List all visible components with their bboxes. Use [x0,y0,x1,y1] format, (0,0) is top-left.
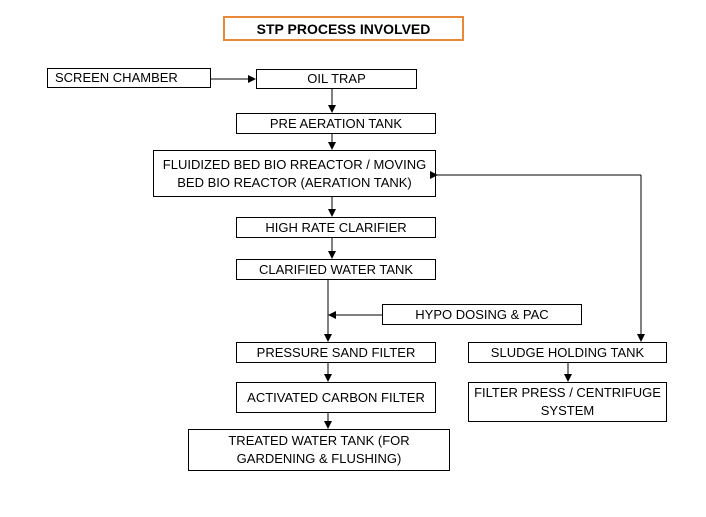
node-oil-trap-label: OIL TRAP [307,71,366,86]
node-filter-press-label-line1: FILTER PRESS / CENTRIFUGE [474,385,661,400]
node-pre-aeration-tank-label: PRE AERATION TANK [269,115,403,131]
node-hypo-dosing-pac: HYPO DOSING & PAC [382,304,582,325]
node-high-rate-clarifier: HIGH RATE CLARIFIER [236,217,436,238]
node-fbbr-label-line1: FLUIDIZED BED BIO RREACTOR / MOVING [162,156,427,172]
node-clarified-water-tank-label: CLARIFIED WATER TANK [258,261,414,277]
node-filter-press-centrifuge: FILTER PRESS / CENTRIFUGE SYSTEM [468,382,667,422]
node-hypo-dosing-pac-label: HYPO DOSING & PAC [415,306,549,322]
node-filter-press-label-line2: SYSTEM [540,403,595,418]
node-activated-carbon-filter: ACTIVATED CARBON FILTER [236,382,436,413]
node-screen-chamber: SCREEN CHAMBER [47,68,211,88]
diagram-title-text: STP PROCESS INVOLVED [256,20,431,37]
node-fluidized-bed-bio-reactor: FLUIDIZED BED BIO RREACTOR / MOVING BED … [153,150,436,197]
node-fbbr-label-line2: BED BIO REACTOR (AERATION TANK) [177,174,412,190]
node-oil-trap: OIL TRAP [256,69,417,89]
node-pressure-sand-filter-label: PRESSURE SAND FILTER [256,344,416,360]
node-high-rate-clarifier-label: HIGH RATE CLARIFIER [265,219,407,235]
node-pre-aeration-tank: PRE AERATION TANK [236,113,436,134]
node-sludge-holding-tank-label: SLUDGE HOLDING TANK [490,344,645,360]
node-treated-water-tank-label-line1: TREATED WATER TANK (FOR [228,433,410,448]
node-clarified-water-tank: CLARIFIED WATER TANK [236,259,436,280]
diagram-title: STP PROCESS INVOLVED [223,16,464,41]
node-pressure-sand-filter: PRESSURE SAND FILTER [236,342,436,363]
node-screen-chamber-label: SCREEN CHAMBER [55,70,178,85]
node-activated-carbon-filter-label: ACTIVATED CARBON FILTER [247,389,425,405]
node-treated-water-tank: TREATED WATER TANK (FOR GARDENING & FLUS… [188,429,450,471]
node-sludge-holding-tank: SLUDGE HOLDING TANK [468,342,667,363]
node-treated-water-tank-label-line2: GARDENING & FLUSHING) [236,451,402,466]
